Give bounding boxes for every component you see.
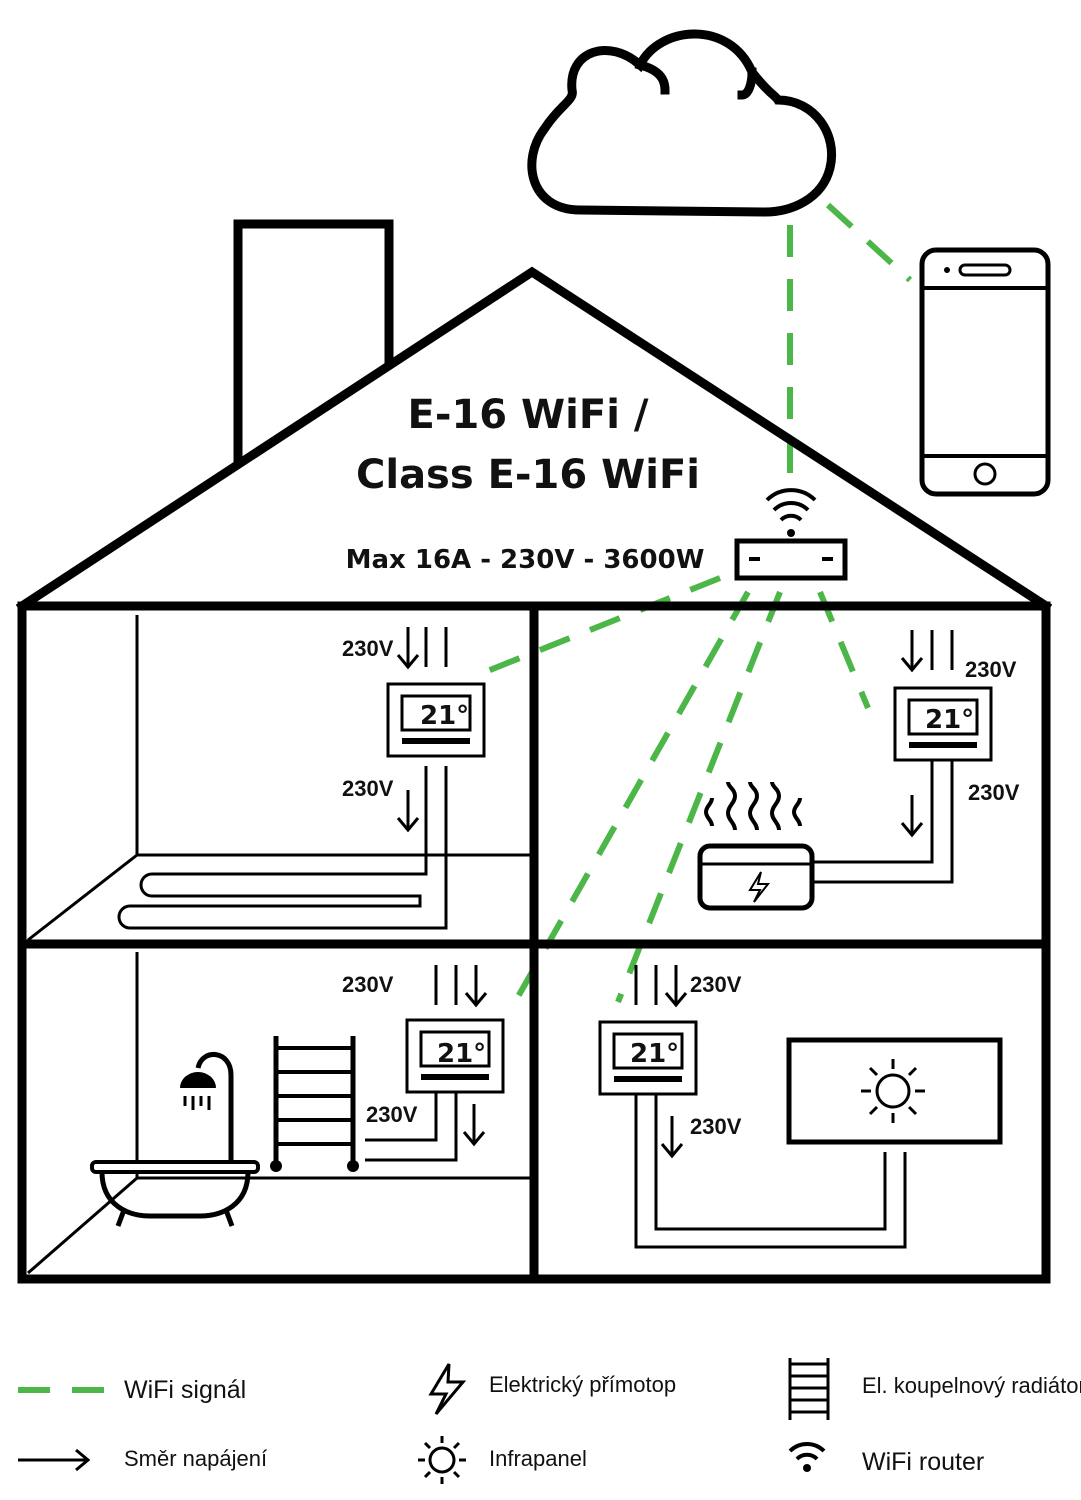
arrow-icon <box>900 793 924 837</box>
infrapanel-icon <box>786 1037 1003 1145</box>
voltage-label: 230V <box>342 776 394 801</box>
arrow-icon <box>396 625 420 669</box>
arrow-icon <box>18 1448 91 1472</box>
voltage-label: 230V <box>366 1102 418 1127</box>
room-lower-left: 230V 21° 230V <box>90 963 505 1227</box>
arrow-icon <box>396 788 420 832</box>
arrow-icon <box>660 1114 684 1158</box>
cloud-icon <box>527 29 836 217</box>
arrow-icon <box>664 963 688 1007</box>
voltage-label: 230V <box>342 636 394 661</box>
router-icon <box>734 488 848 581</box>
thermostat-temp: 21° <box>437 1039 486 1069</box>
legend-wifi-router: WiFi router <box>862 1448 984 1476</box>
room-lower-right: 230V 21° 230V <box>598 963 1003 1249</box>
legend-power-direction: Směr napájení <box>124 1446 267 1471</box>
ladder-radiator-icon <box>270 1036 359 1172</box>
product-title-line1: E-16 WiFi / <box>408 392 649 438</box>
shower-icon <box>180 1051 234 1168</box>
room-upper-right: 230V 21° 230V <box>697 628 1020 911</box>
sun-icon <box>861 1059 925 1123</box>
house <box>15 219 1053 1284</box>
voltage-label: 230V <box>965 657 1017 682</box>
lightning-icon <box>428 1363 467 1415</box>
voltage-label: 230V <box>690 1114 742 1139</box>
arrow-icon <box>462 1102 486 1146</box>
thermostat-temp: 21° <box>420 701 469 731</box>
voltage-label: 230V <box>968 780 1020 805</box>
wifi-icon <box>788 1441 826 1472</box>
bathtub-icon <box>90 1160 260 1227</box>
voltage-label: 230V <box>342 972 394 997</box>
legend: WiFi signál Směr napájení Elektrický pří… <box>18 1358 1081 1484</box>
legend-infrapanel: Infrapanel <box>489 1446 587 1471</box>
product-title-line2: Class E-16 WiFi <box>356 452 700 498</box>
ladder-radiator-icon <box>788 1358 830 1420</box>
legend-wifi-signal: WiFi signál <box>124 1376 246 1404</box>
arrow-icon <box>464 963 488 1007</box>
arrow-icon <box>900 628 924 672</box>
heater-icon <box>697 781 815 911</box>
room-upper-left: 230V 21° 230V <box>117 625 486 930</box>
voltage-label: 230V <box>690 972 742 997</box>
legend-electric-heater: Elektrický přímotop <box>489 1372 676 1397</box>
thermostat-temp: 21° <box>630 1039 679 1069</box>
smartphone-icon <box>919 247 1051 497</box>
sun-icon <box>418 1436 466 1484</box>
spec-label: Max 16A - 230V - 3600W <box>346 545 705 575</box>
legend-bath-radiator: El. koupelnový radiátor <box>862 1373 1081 1398</box>
thermostat-temp: 21° <box>925 705 974 735</box>
